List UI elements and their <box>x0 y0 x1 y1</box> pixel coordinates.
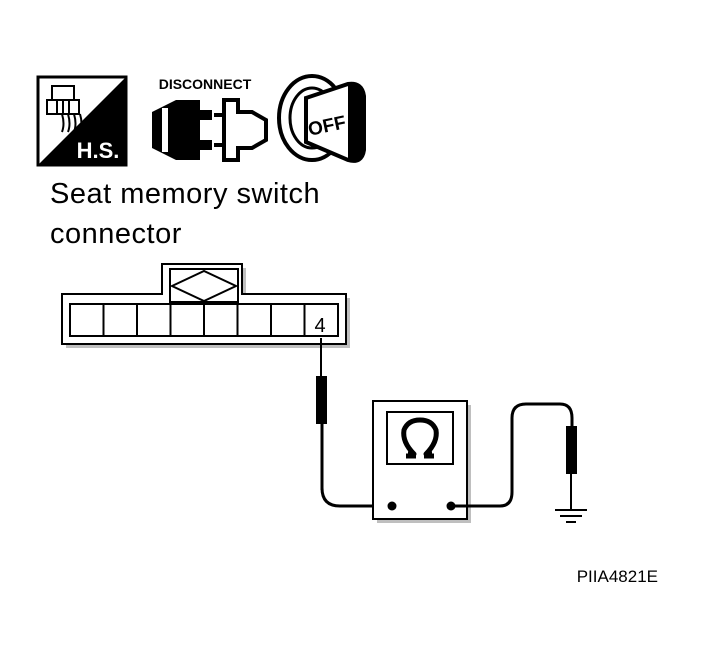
terminal-4-label: 4 <box>314 315 325 337</box>
caption-line-2: connector <box>50 218 182 250</box>
figure-code: PIIA4821E <box>577 567 658 586</box>
ground-symbol-icon <box>555 509 587 523</box>
connector-cavity <box>203 303 239 337</box>
meter-terminal-left <box>387 501 397 511</box>
terminal-probe <box>316 338 327 490</box>
test-lead-left <box>320 487 392 508</box>
ground-probe <box>566 426 577 474</box>
seat-memory-switch-connector: 4 <box>61 263 350 348</box>
ohm-symbol-icon <box>401 417 439 459</box>
harness-side-icon: H.S. <box>36 75 128 167</box>
harness-side-label: H.S. <box>77 138 120 163</box>
connector-cavity <box>169 303 205 337</box>
ohmmeter <box>372 400 471 523</box>
disconnect-icon: DISCONNECT <box>152 76 268 162</box>
caption-line-1: Seat memory switch <box>50 178 320 210</box>
connector-cavity <box>270 303 306 337</box>
disconnect-label: DISCONNECT <box>159 76 252 92</box>
connector-cavities <box>69 303 339 337</box>
connector-cavity <box>303 303 339 337</box>
connector-cavity <box>102 303 138 337</box>
connector-cavity <box>69 303 105 337</box>
connector-cavity <box>136 303 172 337</box>
connector-cavity <box>236 303 272 337</box>
test-lead-right <box>451 402 574 508</box>
ignition-off-icon: OFF <box>277 74 366 163</box>
